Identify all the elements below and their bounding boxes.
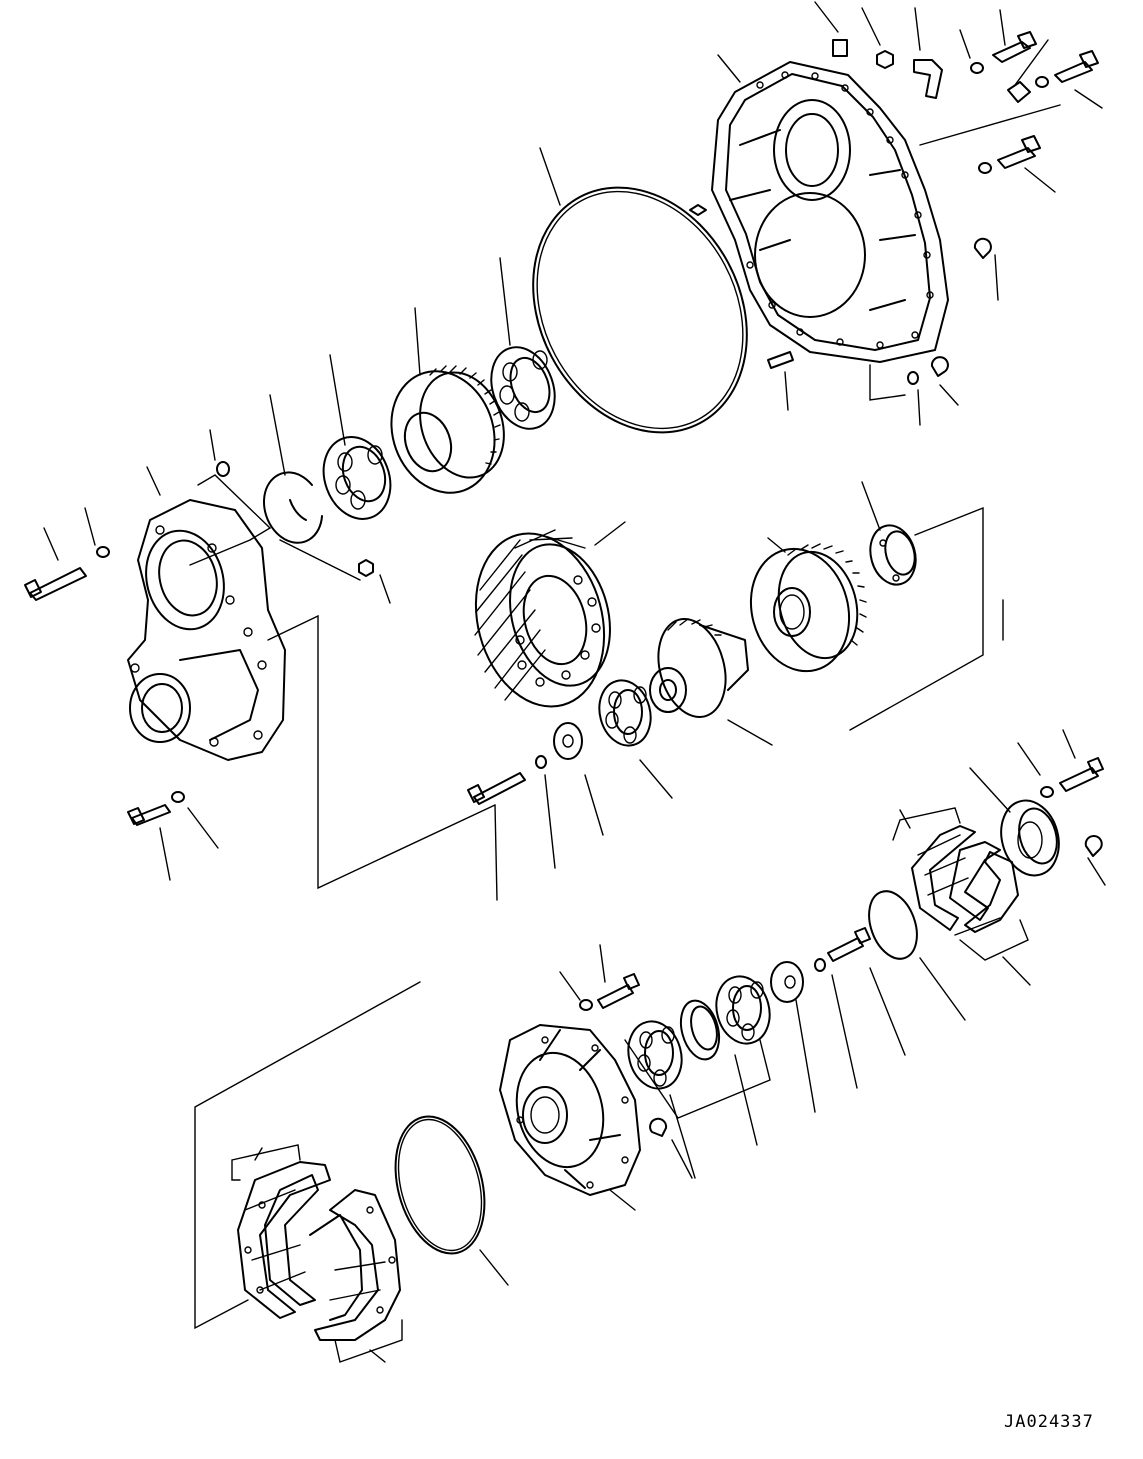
bearing-spacer-ring — [679, 999, 721, 1061]
dowel-pin-icon — [832, 39, 848, 57]
shim-set-lower — [237, 1161, 401, 1341]
housing-hardware — [689, 31, 1099, 385]
drawing-code: JA024337 — [1004, 1412, 1094, 1432]
bearing-pair — [627, 975, 771, 1090]
bolt-icon — [1054, 50, 1099, 83]
output-spur-gear — [749, 543, 867, 673]
washer-icon — [1035, 76, 1049, 88]
plug-icon — [973, 237, 992, 259]
bolt-icon — [827, 927, 871, 962]
bolt-icon — [467, 772, 526, 805]
bearing-small-left — [322, 436, 392, 520]
plug-icon — [1084, 835, 1103, 857]
plug-icon — [689, 204, 707, 216]
leader-lines — [43, 1, 1106, 1286]
bolt-icon — [24, 567, 87, 601]
washer-icon — [579, 999, 593, 1011]
bolt-icon — [992, 31, 1037, 63]
bevel-ring-gear — [474, 529, 611, 708]
shim-disc — [868, 890, 918, 960]
nut-icon — [358, 559, 374, 577]
shim-set-upper — [911, 825, 1019, 936]
housing-bolt-holes — [746, 71, 934, 349]
bearing-cage-housing — [499, 1024, 641, 1196]
plug-icon — [649, 1117, 668, 1137]
washer-icon — [814, 958, 826, 972]
washer-icon — [1040, 786, 1054, 798]
plug-icon — [930, 356, 949, 377]
oil-seal-cage — [1000, 799, 1060, 877]
bevel-pinion — [649, 617, 749, 719]
washer-icon — [970, 62, 984, 74]
o-ring-icon — [907, 371, 919, 385]
bolt-icon — [597, 973, 640, 1009]
grouping-brackets — [189, 474, 1029, 1363]
bolt-icon — [127, 804, 171, 826]
spacer-washer — [770, 961, 804, 1003]
large-o-ring — [532, 186, 748, 434]
tapered-bearing — [490, 346, 556, 430]
rear-housing — [711, 61, 949, 363]
bearing-retainer — [869, 524, 917, 586]
clip-icon — [1007, 81, 1031, 103]
helical-gear — [390, 365, 505, 494]
pinion-bearing — [598, 679, 652, 747]
small-o-ring — [216, 461, 230, 477]
nut-icon — [876, 50, 894, 69]
thrust-washer — [553, 722, 583, 760]
washer-icon — [171, 791, 185, 803]
dowel-pin-icon — [767, 351, 794, 369]
bolt-icon — [1059, 757, 1104, 792]
washer-icon — [96, 546, 110, 558]
snap-ring — [263, 471, 323, 544]
bolt-icon — [997, 135, 1041, 169]
lower-o-ring — [394, 1115, 486, 1255]
washer-icon — [535, 755, 547, 769]
washer-icon — [978, 162, 992, 174]
bracket-icon — [913, 59, 943, 99]
left-case-cover — [127, 499, 286, 761]
